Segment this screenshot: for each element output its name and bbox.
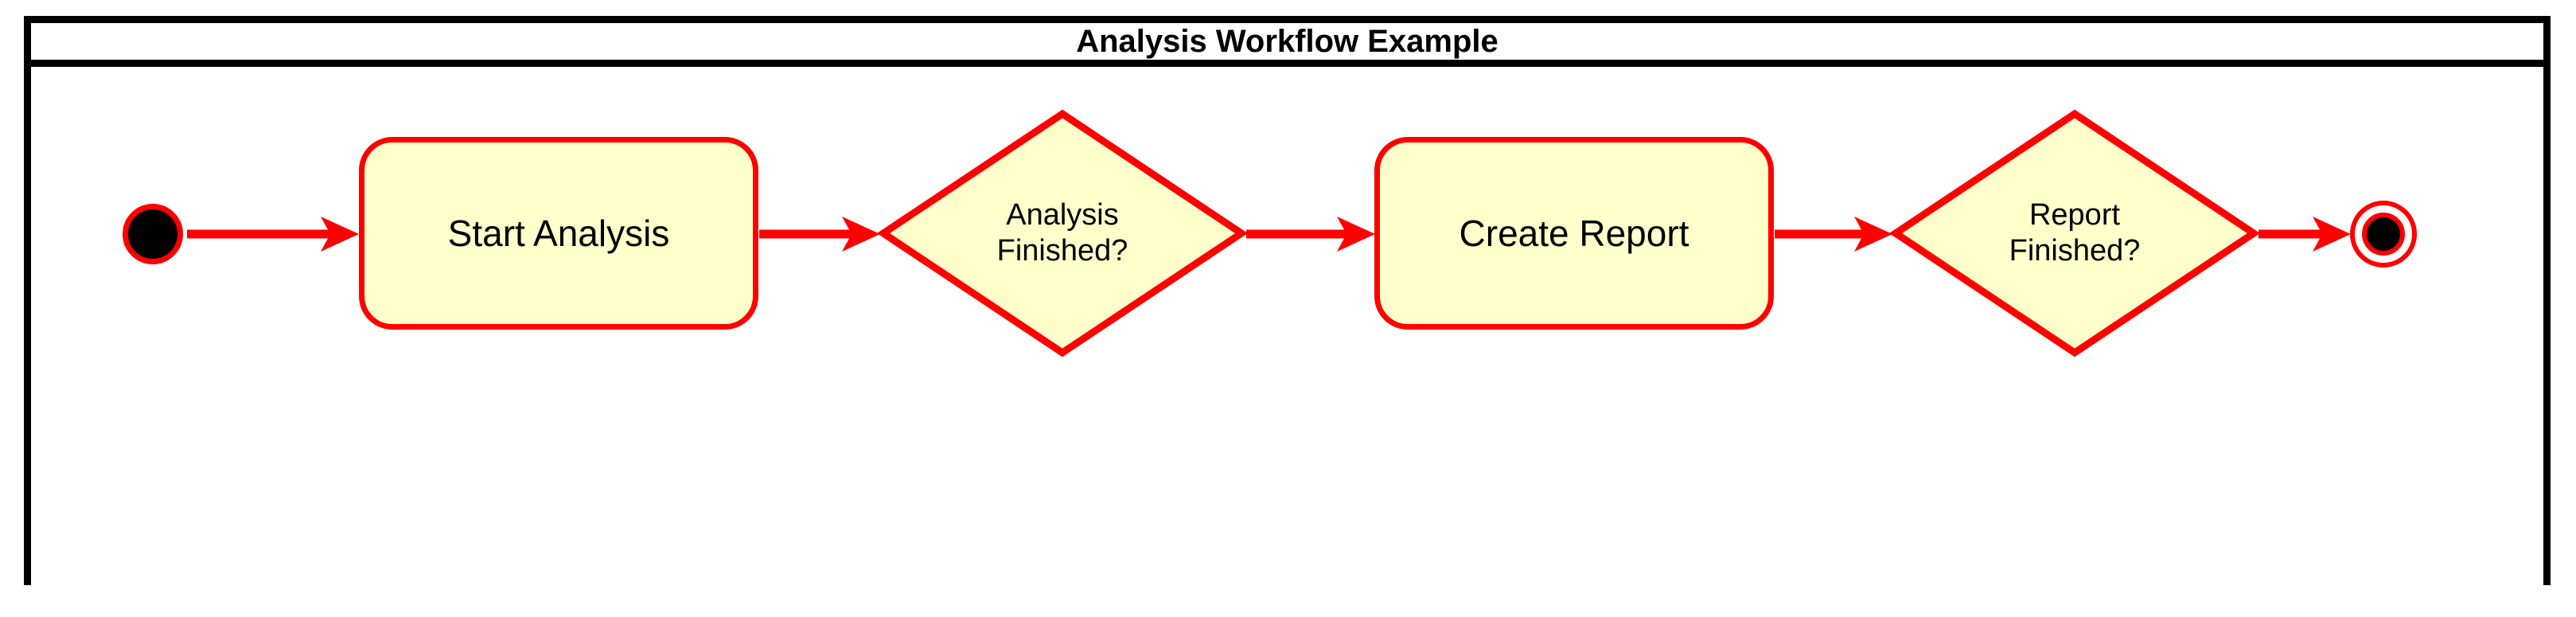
- activity-start-analysis-label: Start Analysis: [447, 213, 670, 254]
- final-node-inner-disc: [2362, 213, 2405, 256]
- final-node[interactable]: [2350, 201, 2417, 267]
- activity-create-report[interactable]: Create Report: [1374, 137, 1774, 330]
- arrow-create-report-to-report-finished: [1775, 210, 1892, 258]
- decision-report-finished[interactable]: Report Finished?: [1888, 109, 2261, 357]
- arrow-report-finished-to-final-node: [2258, 210, 2351, 258]
- diagram-frame: Analysis Workflow Example Start Analysis: [24, 16, 2551, 585]
- diagram-title-bar: Analysis Workflow Example: [31, 23, 2543, 67]
- diagram-canvas: Start Analysis Analysis Finished?: [31, 67, 2543, 585]
- initial-node[interactable]: [123, 204, 183, 264]
- page-title: Analysis Workflow Example: [1076, 24, 1498, 59]
- arrow-start-to-start-analysis: [187, 210, 359, 258]
- activity-start-analysis[interactable]: Start Analysis: [359, 137, 758, 330]
- decision-analysis-finished[interactable]: Analysis Finished?: [876, 109, 1249, 357]
- arrow-analysis-finished-to-create-report: [1246, 210, 1375, 258]
- activity-create-report-label: Create Report: [1459, 213, 1689, 254]
- arrow-start-analysis-to-analysis-finished: [759, 210, 880, 258]
